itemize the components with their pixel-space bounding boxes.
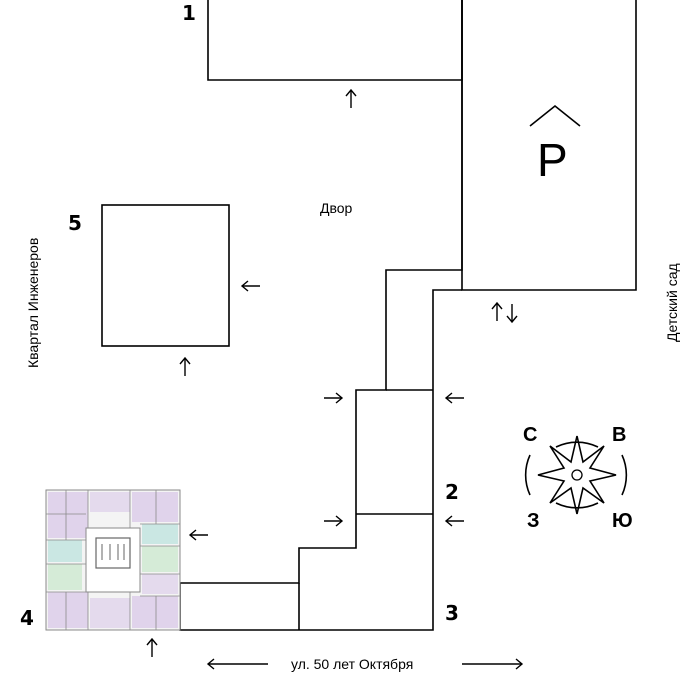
- street-arrow-right-icon: [462, 658, 524, 670]
- arrow-left-icon: [444, 392, 464, 404]
- yard-label: Двор: [320, 200, 353, 216]
- compass-south: Ю: [612, 510, 633, 532]
- parking-label: P: [537, 134, 568, 186]
- kindergarten-label: Детский сад: [664, 263, 680, 342]
- building-2-outline: [179, 0, 463, 631]
- arrow-right-icon: [324, 392, 344, 404]
- building-3-label: 3: [445, 601, 459, 625]
- arrow-up-icon: [146, 637, 158, 657]
- arrow-up-icon: [179, 356, 191, 376]
- parking-hat-icon: [529, 104, 581, 127]
- arrow-up-icon: [345, 88, 357, 108]
- building-1-outline: [207, 0, 463, 81]
- compass-east: В: [612, 424, 626, 446]
- street-label: ул. 50 лет Октября: [291, 656, 413, 672]
- street-arrow-left-icon: [206, 658, 268, 670]
- kvartal-label: Квартал Инженеров: [25, 238, 41, 368]
- arrow-up-down-icon: [491, 301, 518, 324]
- compass-rose-icon: [524, 435, 628, 515]
- compass-west: З: [527, 510, 540, 532]
- building-5-outline: [101, 204, 230, 347]
- arrow-left-icon: [444, 515, 464, 527]
- arrow-left-icon: [188, 529, 208, 541]
- building-4-floor-plan: [45, 489, 181, 631]
- building-5-label: 5: [68, 211, 82, 235]
- arrow-left-icon: [240, 280, 260, 292]
- building-1-label: 1: [182, 1, 196, 25]
- arrow-right-icon: [324, 515, 344, 527]
- compass-north: С: [523, 424, 537, 446]
- building-4-label: 4: [20, 606, 34, 630]
- building-2-label: 2: [445, 480, 459, 504]
